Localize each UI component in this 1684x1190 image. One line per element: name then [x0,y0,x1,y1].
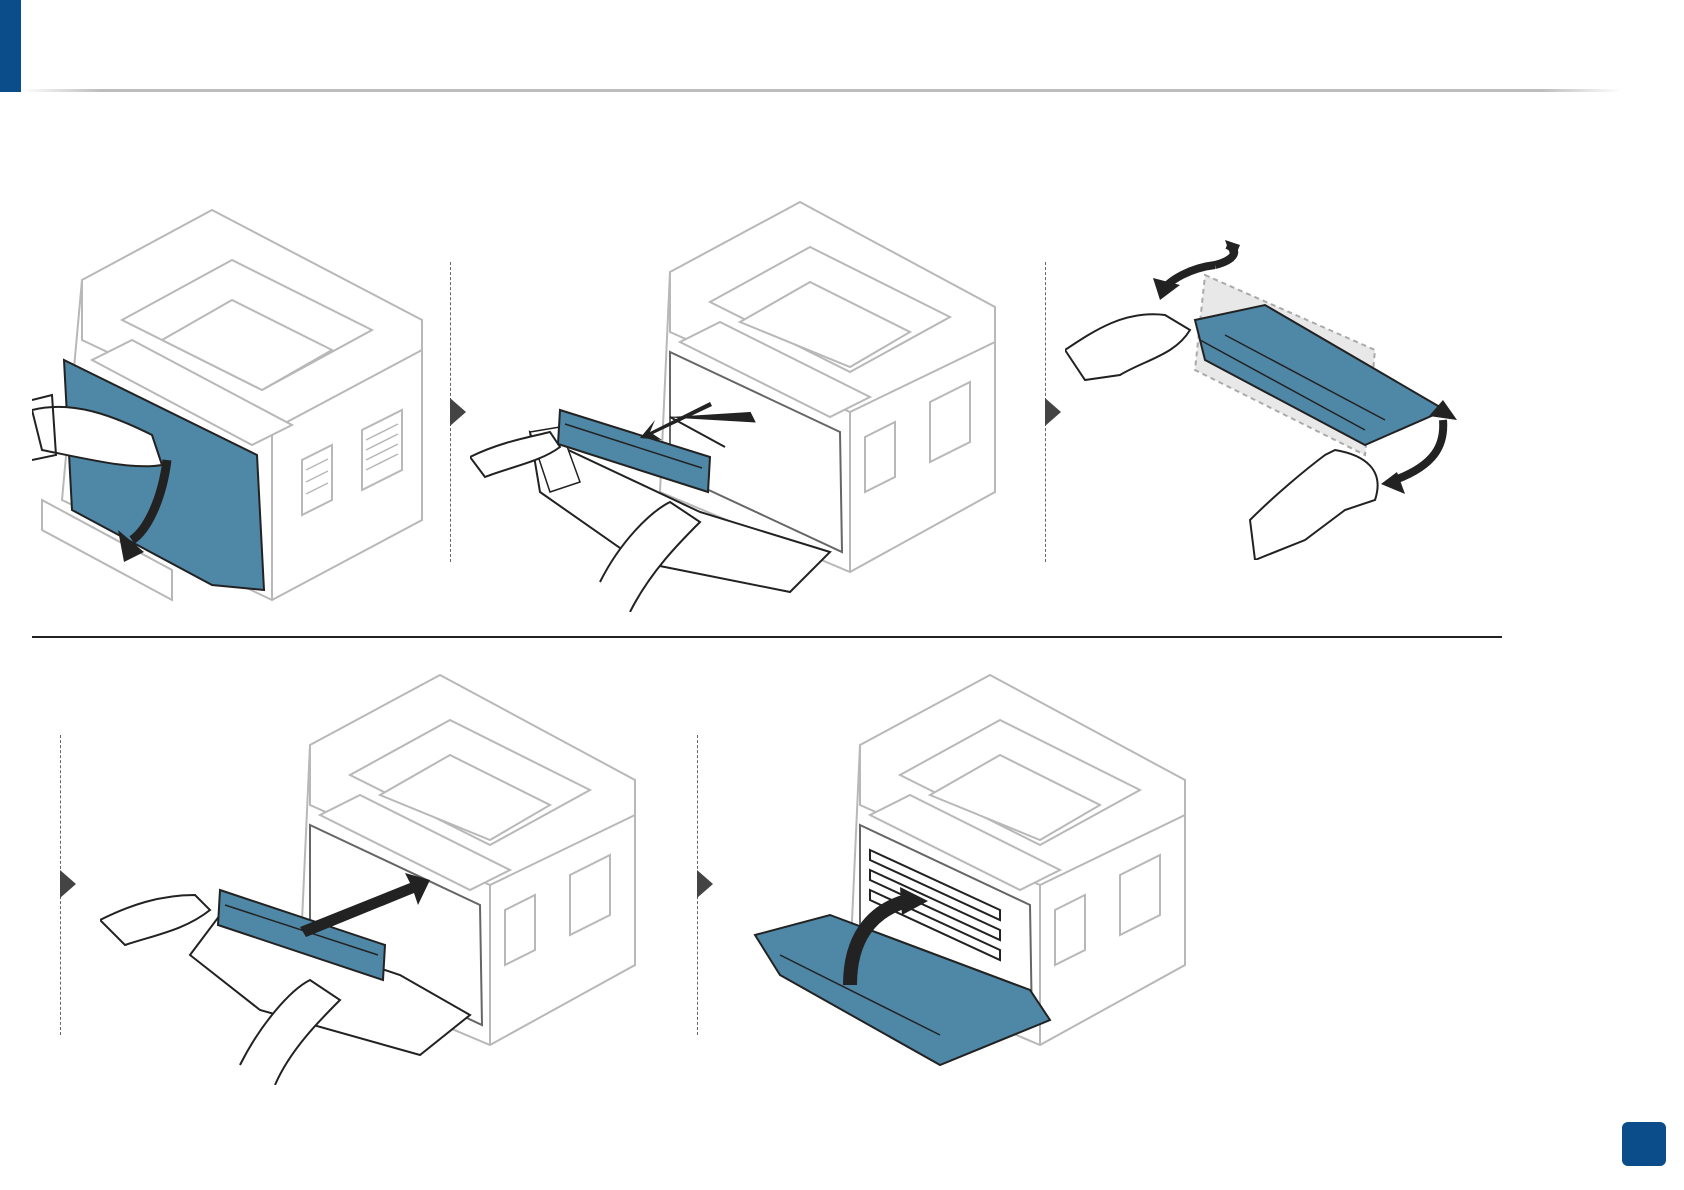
step-arrow-icon [1045,398,1061,426]
insert-toner-cartridge-illustration [100,665,640,1085]
header-rule [21,86,1621,98]
step-arrow-icon [450,398,466,426]
row-divider [32,636,1502,638]
header-accent-tab [0,0,21,92]
close-front-cover-illustration [750,665,1190,1085]
page-number-badge [1622,1122,1666,1166]
step-arrow-icon [60,870,76,898]
step-arrow-icon [697,870,713,898]
shake-toner-cartridge-illustration [1065,240,1485,560]
open-front-cover-illustration [32,200,442,610]
remove-toner-cartridge-illustration [470,192,1000,612]
